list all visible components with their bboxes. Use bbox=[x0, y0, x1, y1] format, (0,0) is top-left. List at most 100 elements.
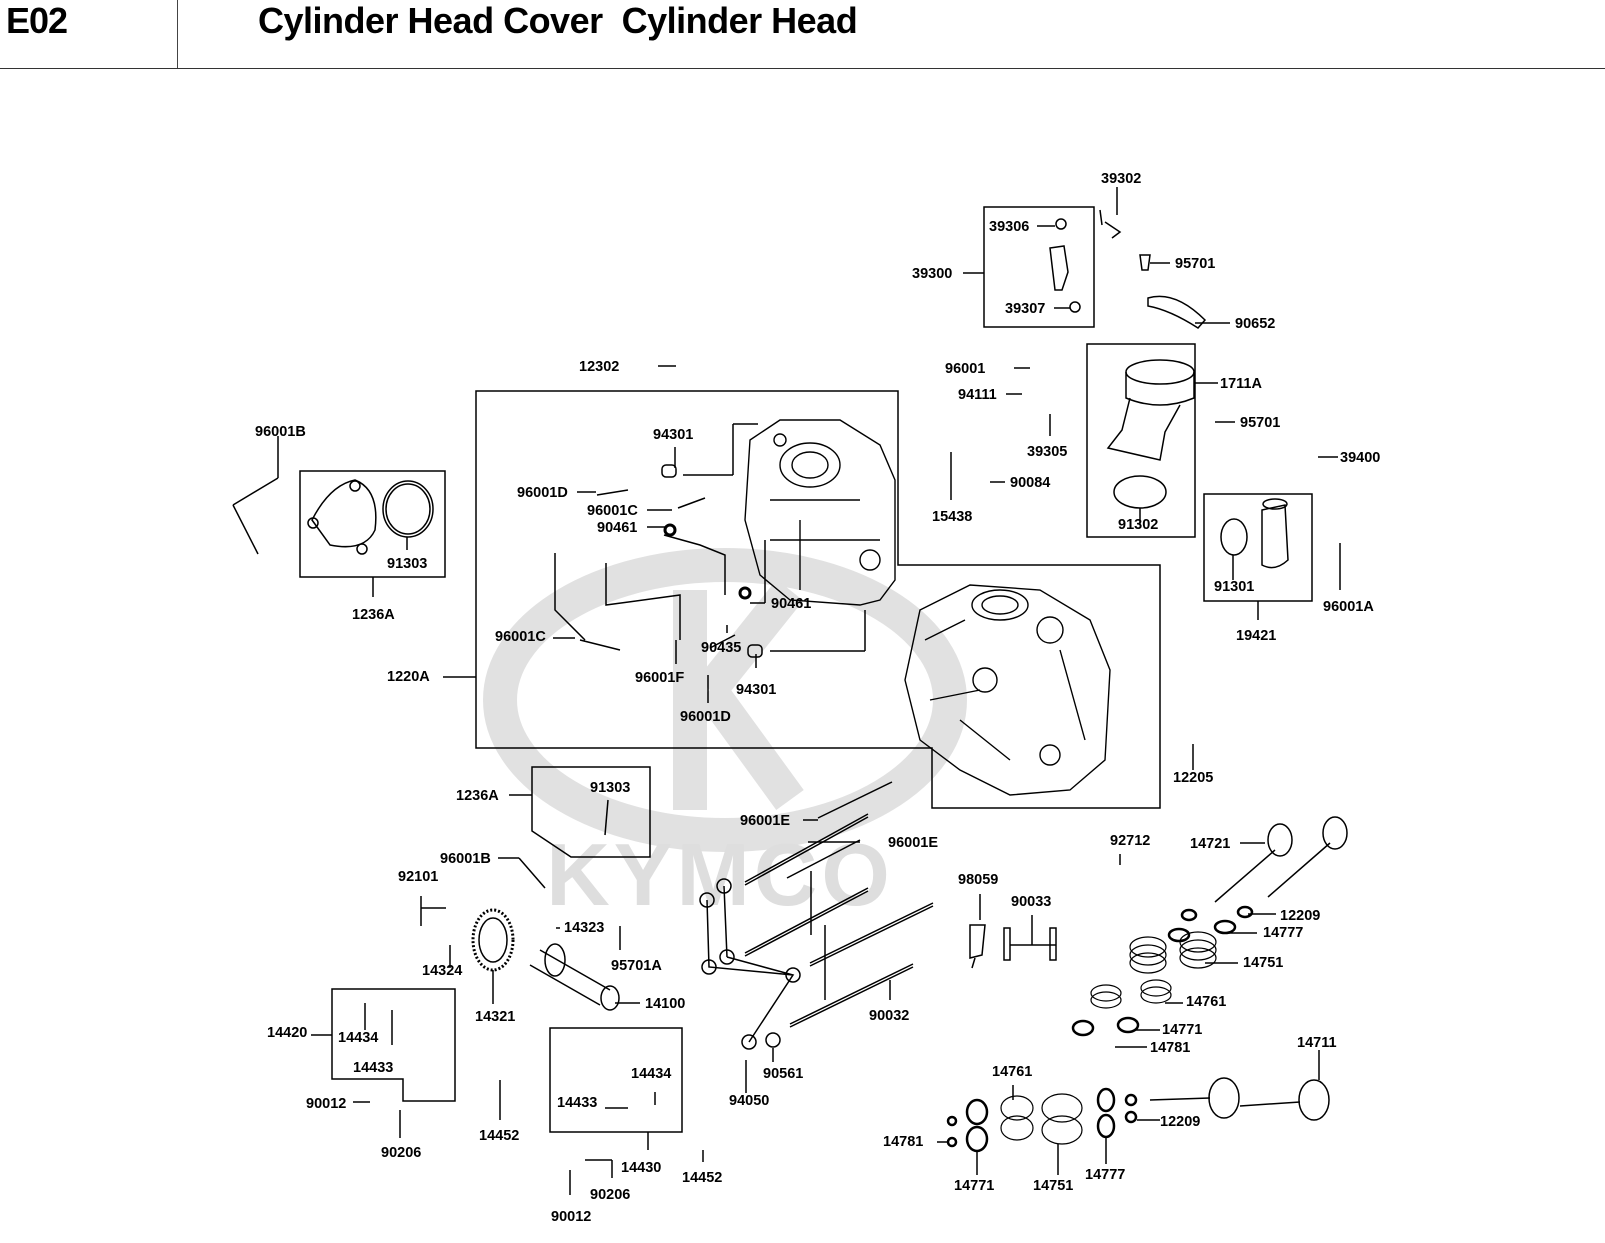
part-callout-91301[interactable]: 91301 bbox=[1214, 579, 1255, 595]
page-header: E02 Cylinder Head Cover Cylinder Head bbox=[0, 0, 1605, 69]
page-title: Cylinder Head Cover Cylinder Head bbox=[258, 0, 858, 41]
part-callout-39300[interactable]: 39300 bbox=[912, 266, 953, 282]
part-callout-90012[interactable]: 90012 bbox=[551, 1209, 592, 1225]
part-callout-12205[interactable]: 12205 bbox=[1173, 770, 1214, 786]
part-callout-90084[interactable]: 90084 bbox=[1010, 475, 1051, 491]
part-callout-92712[interactable]: 92712 bbox=[1110, 833, 1151, 849]
part-callout-90206[interactable]: 90206 bbox=[590, 1187, 631, 1203]
cylinder-head-cover-part bbox=[744, 419, 896, 606]
group-box-1236A-lower bbox=[531, 766, 651, 858]
cylinder-studs-part bbox=[744, 781, 934, 1028]
group-box-39300 bbox=[983, 206, 1095, 328]
part-callout-90652[interactable]: 90652 bbox=[1235, 316, 1276, 332]
part-callout-91302[interactable]: 91302 bbox=[1118, 517, 1159, 533]
part-callout-14771[interactable]: 14771 bbox=[954, 1178, 995, 1194]
tensioner-cover-part bbox=[307, 479, 434, 555]
part-callout-14761[interactable]: 14761 bbox=[1186, 994, 1227, 1010]
valve-springs-part bbox=[1000, 931, 1217, 1145]
part-callout-14781[interactable]: 14781 bbox=[1150, 1040, 1191, 1056]
part-callout-14433[interactable]: 14433 bbox=[557, 1095, 598, 1111]
part-callout-95701[interactable]: 95701 bbox=[1175, 256, 1216, 272]
part-callout-14452[interactable]: 14452 bbox=[479, 1128, 520, 1144]
part-callout-14324[interactable]: 14324 bbox=[422, 963, 463, 979]
part-callout-39302[interactable]: 39302 bbox=[1101, 171, 1142, 187]
part-callout-96001[interactable]: 96001 bbox=[945, 361, 986, 377]
header-divider bbox=[177, 0, 178, 68]
part-callout-14777[interactable]: 14777 bbox=[1263, 925, 1304, 941]
part-callout-96001b[interactable]: 96001B bbox=[255, 424, 306, 440]
part-callout-92101[interactable]: 92101 bbox=[398, 869, 439, 885]
kymco-watermark-text: KYMCO bbox=[546, 825, 894, 924]
part-callout-95701[interactable]: 95701 bbox=[1240, 415, 1281, 431]
part-callout-39307[interactable]: 39307 bbox=[1005, 301, 1046, 317]
part-callout-96001a[interactable]: 96001A bbox=[1323, 599, 1374, 615]
part-callout-14771[interactable]: 14771 bbox=[1162, 1022, 1203, 1038]
part-callout-19421[interactable]: 19421 bbox=[1236, 628, 1277, 644]
part-callout-90435[interactable]: 90435 bbox=[701, 640, 742, 656]
part-callout-39306[interactable]: 39306 bbox=[989, 219, 1030, 235]
part-callout-14721[interactable]: 14721 bbox=[1190, 836, 1231, 852]
part-callout-15438[interactable]: 15438 bbox=[932, 509, 973, 525]
part-callout-14430[interactable]: 14430 bbox=[621, 1160, 662, 1176]
part-callout-90561[interactable]: 90561 bbox=[763, 1066, 804, 1082]
part-callout-39305[interactable]: 39305 bbox=[1027, 444, 1068, 460]
part-callout-94050[interactable]: 94050 bbox=[729, 1093, 770, 1109]
nuts-washers-part bbox=[699, 878, 801, 1050]
group-box-1220A bbox=[475, 390, 1161, 809]
part-callout-14434[interactable]: 14434 bbox=[338, 1030, 379, 1046]
part-callout-14777[interactable]: 14777 bbox=[1085, 1167, 1126, 1183]
cam-sprocket-part bbox=[471, 908, 515, 972]
part-callout-14420[interactable]: 14420 bbox=[267, 1025, 308, 1041]
part-callout-90461[interactable]: 90461 bbox=[771, 596, 812, 612]
part-callout-96001c[interactable]: 96001C bbox=[587, 503, 638, 519]
part-callout-96001d[interactable]: 96001D bbox=[680, 709, 731, 725]
intake-manifold-part bbox=[1106, 359, 1195, 509]
part-callout-14321[interactable]: 14321 bbox=[475, 1009, 516, 1025]
part-callout-14323[interactable]: 14323 bbox=[564, 920, 605, 936]
part-callout-95701a[interactable]: 95701A bbox=[611, 958, 662, 974]
group-box-14420 bbox=[331, 988, 456, 1102]
part-callout-94111[interactable]: 94111 bbox=[958, 387, 997, 403]
part-callout-14452[interactable]: 14452 bbox=[682, 1170, 723, 1186]
part-callout-96001f[interactable]: 96001F bbox=[635, 670, 685, 686]
valve-retainers-part bbox=[946, 905, 1254, 1153]
part-callout-39400[interactable]: 39400 bbox=[1340, 450, 1381, 466]
part-callout-96001e[interactable]: 96001E bbox=[740, 813, 790, 829]
part-callout-96001b[interactable]: 96001B bbox=[440, 851, 491, 867]
part-callout-90012[interactable]: 90012 bbox=[306, 1096, 347, 1112]
part-callout-1236a[interactable]: 1236A bbox=[456, 788, 499, 804]
dowel-studs-part bbox=[1003, 927, 1057, 961]
part-callout-94301[interactable]: 94301 bbox=[736, 682, 777, 698]
part-callout-96001d[interactable]: 96001D bbox=[517, 485, 568, 501]
part-callout-14781[interactable]: 14781 bbox=[883, 1134, 924, 1150]
part-callout-94301[interactable]: 94301 bbox=[653, 427, 694, 443]
part-callout-14751[interactable]: 14751 bbox=[1243, 955, 1284, 971]
part-callout-14751[interactable]: 14751 bbox=[1033, 1178, 1074, 1194]
part-callout-14433[interactable]: 14433 bbox=[353, 1060, 394, 1076]
part-callout-14711[interactable]: 14711 bbox=[1297, 1035, 1337, 1051]
part-callout-12209[interactable]: 12209 bbox=[1280, 908, 1321, 924]
part-callout-96001e[interactable]: 96001E bbox=[888, 835, 938, 851]
part-callout-1236a[interactable]: 1236A bbox=[352, 607, 395, 623]
part-callout-90033[interactable]: 90033 bbox=[1011, 894, 1052, 910]
part-callout-1711a[interactable]: 1711A bbox=[1220, 376, 1262, 392]
part-callout-91303[interactable]: 91303 bbox=[387, 556, 428, 572]
part-callout-12302[interactable]: 12302 bbox=[579, 359, 620, 375]
part-callout-14434[interactable]: 14434 bbox=[631, 1066, 672, 1082]
cylinder-head-part bbox=[904, 584, 1111, 796]
part-callout-98059[interactable]: 98059 bbox=[958, 872, 999, 888]
part-callout-91303[interactable]: 91303 bbox=[590, 780, 631, 796]
part-callout-14100[interactable]: 14100 bbox=[645, 996, 686, 1012]
injector-part bbox=[1049, 209, 1207, 329]
part-callout-90206[interactable]: 90206 bbox=[381, 1145, 422, 1161]
part-callout-90032[interactable]: 90032 bbox=[869, 1008, 910, 1024]
group-box-14430 bbox=[549, 1027, 683, 1133]
part-callout-96001c[interactable]: 96001C bbox=[495, 629, 546, 645]
part-callout-14761[interactable]: 14761 bbox=[992, 1064, 1033, 1080]
svg-text:KYMCO: KYMCO bbox=[546, 825, 894, 924]
part-callout-90461[interactable]: 90461 bbox=[597, 520, 638, 536]
part-callout-12209[interactable]: 12209 bbox=[1160, 1114, 1201, 1130]
spark-plug-part bbox=[969, 924, 986, 969]
part-callout-1220a[interactable]: 1220A bbox=[387, 669, 430, 685]
